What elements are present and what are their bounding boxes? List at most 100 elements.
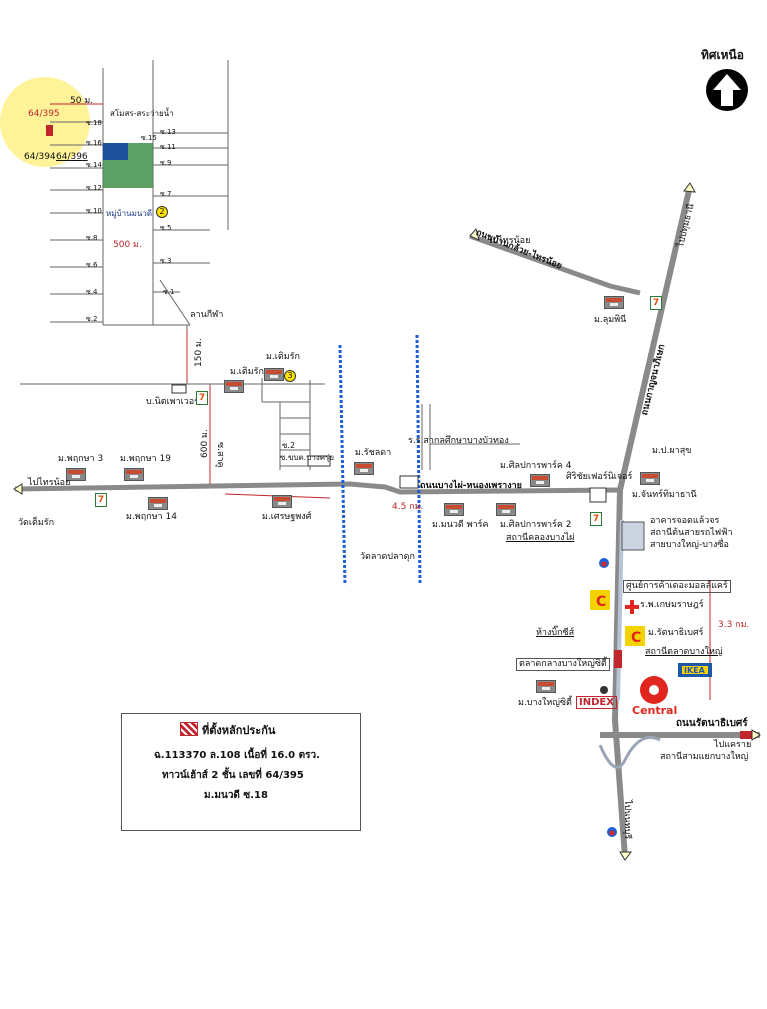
central-label: Central	[632, 704, 678, 717]
monwadee-park-label: ม.มนวดี พาร์ค	[432, 520, 489, 530]
depot-label-2: สถานีต้นสายรถไฟฟ้า	[650, 528, 733, 538]
station-junction-label: สถานีสามแยกบางใหญ่	[660, 752, 749, 762]
soi-label: ซ.12	[86, 184, 102, 192]
legend-line3: ม.มนวดี ซ.18	[204, 790, 268, 801]
plot-marker	[46, 125, 53, 136]
soi-label: ซ.4	[86, 288, 98, 296]
depot-label-1: อาคารจอดแล้วจร	[650, 516, 720, 526]
soi-label: ซ.15	[141, 134, 157, 142]
north-label: ทิศเหนือ	[701, 48, 744, 62]
road-main-label: ถนนบางไผ่-หนองเพรางาย	[420, 481, 522, 491]
silpakarn2-label: ม.ศิลปการพาร์ค 2	[500, 520, 572, 530]
to-sainoi-left: ไปไทรน้อย	[28, 478, 71, 488]
index-label: INDEX	[576, 696, 617, 709]
arrow-left-sainoi	[13, 483, 23, 495]
rattana-label: ม.รัตนาธิเบศร์	[648, 628, 704, 638]
phruksa3-label: ม.พฤกษา 3	[58, 454, 104, 464]
depot-icon	[621, 521, 645, 551]
seven-eleven-icon: 7	[590, 512, 602, 526]
sports-square-label: ลานกีฬา	[190, 310, 224, 320]
to-sainoi-top: ไปไทรน้อย	[488, 236, 531, 246]
pool-block	[103, 143, 128, 160]
soi-label: ซ.9	[160, 159, 172, 167]
gas-station-icon	[599, 558, 617, 837]
soi-label: ซ.1	[163, 288, 175, 296]
arrow-bottom-nonthaburi	[619, 851, 632, 861]
soi-label: ซ.3	[160, 257, 172, 265]
school-label: ร.ร.สากลศึกษาบางบัวทอง	[408, 436, 509, 446]
soi-label: ซ.11	[160, 143, 176, 151]
dist-600: 600 ม.	[200, 429, 210, 458]
lumphini-label: ม.ลุมพินี	[594, 315, 627, 325]
village-icon	[530, 474, 550, 487]
seven-eleven-icon: 7	[95, 493, 107, 507]
plot-number: 64/395	[28, 109, 60, 119]
rattana-red-segment	[740, 731, 756, 739]
village-icon	[66, 468, 86, 481]
canal-2	[415, 334, 422, 586]
village-icon	[148, 497, 168, 510]
khob-building	[307, 455, 331, 467]
road-rattana-label: ถนนรัตนาธิเบศร์	[676, 718, 748, 729]
chanpim-label: ม.จันทร์ทิมาธานี	[632, 490, 697, 500]
kanchana-red-segment	[614, 650, 622, 668]
legend-line2: ทาวน์เฮ้าส์ 2 ชั้น เลขที่ 64/395	[162, 770, 304, 781]
dist-33: 3.3 กม.	[718, 620, 750, 630]
village-icon	[354, 462, 374, 475]
arrow-top-sainoi	[469, 227, 480, 241]
tesco-label: ศูนย์การค้าเดอะมอลล์แคร์	[623, 580, 731, 593]
soi-label: ซ.6	[86, 261, 98, 269]
soi-sakoo: ซ.สาคู	[215, 442, 225, 468]
soi2-label: ซ.2	[282, 441, 296, 450]
soi-label: ซ.8	[86, 234, 98, 242]
big-c-label: ห้างบิ๊กซีส์	[536, 628, 575, 638]
north-arrow-icon	[706, 69, 748, 111]
soi-label: ซ.10	[86, 207, 102, 215]
village-number: 2	[156, 206, 168, 218]
village-icon	[536, 680, 556, 693]
plot-neighbor-left: 64/394	[24, 152, 56, 162]
legend-swatch	[180, 722, 198, 736]
village-icon	[124, 468, 144, 481]
to-nonthaburi: ไปนนทบุรี	[622, 800, 632, 840]
hospital-cross-icon	[625, 600, 639, 614]
legend-box: ที่ตั้งหลักประกัน ฉ.113370 ล.108 เนื้อที…	[121, 713, 361, 831]
village-icon	[224, 380, 244, 393]
plot-width: 50 ม.	[70, 96, 94, 106]
setthaphong-label: ม.เศรษฐพงศ์	[262, 512, 312, 522]
road-bankluai	[469, 233, 641, 296]
bigc-logo-2	[625, 626, 645, 646]
dist-45: 4.5 กม.	[392, 502, 424, 512]
termrak-number: 3	[284, 370, 296, 382]
seven-eleven-icon: 7	[196, 391, 208, 405]
central-logo	[640, 676, 668, 704]
srichai-label: ศิริชัยเฟอร์นิเจอร์	[566, 472, 633, 482]
phruksa14-label: ม.พฤกษา 14	[126, 512, 177, 522]
soi-label: ซ.2	[86, 315, 98, 323]
svg-text:C: C	[596, 594, 606, 610]
plot-neighbor-right: 64/396	[56, 152, 88, 162]
village-icon	[604, 296, 624, 309]
village-icon	[496, 503, 516, 516]
srichai-building	[589, 487, 607, 503]
village-length: 500 ม.	[113, 240, 142, 250]
village-icon	[444, 503, 464, 516]
depot-label-3: สายบางใหญ่-บางซื่อ	[650, 540, 729, 550]
phruksa19-label: ม.พฤกษา 19	[120, 454, 171, 464]
legend-title: ที่ตั้งหลักประกัน	[202, 724, 276, 737]
village-icon	[640, 472, 660, 485]
hospital-label: ร.พ.เกษมราษฎร์	[640, 600, 704, 610]
village-label: หมู่บ้านมนวดี	[106, 209, 153, 218]
arrow-top-pathum	[683, 182, 696, 193]
station-khlong-label: สถานีคลองบางไผ่	[506, 533, 575, 543]
school-building	[399, 475, 419, 489]
soi-label: ซ.14	[86, 161, 102, 169]
papasuk-label: ม.ป.ผาสุข	[652, 446, 692, 456]
soi-label: ซ.16	[86, 139, 102, 147]
seven-eleven-icon: 7	[650, 296, 662, 310]
bangyai-city-label: ม.บางใหญ่ซิตี้	[518, 698, 572, 708]
nitpower-building	[171, 384, 187, 394]
wat-talad-label: วัดลาดปลาดุก	[360, 552, 415, 562]
rail-line	[616, 519, 624, 701]
termrak1-label: ม.เติมรัก	[230, 367, 264, 377]
